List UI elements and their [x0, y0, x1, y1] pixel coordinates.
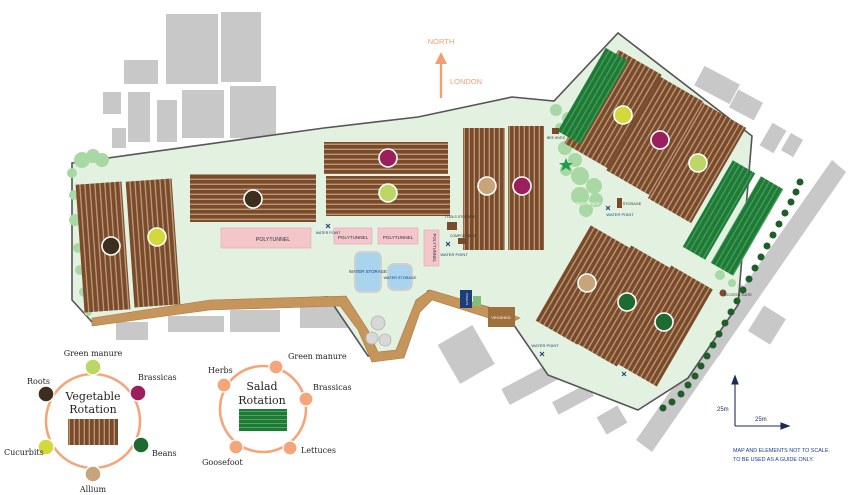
- salad-goosefoot-dot: [228, 439, 244, 455]
- compost-bins-box: [458, 238, 466, 244]
- access-gate-icon: [719, 289, 727, 297]
- scale-note-line-1: MAP AND ELEMENTS NOT TO SCALE.: [733, 448, 830, 454]
- water-storage-2: [387, 263, 413, 291]
- salad-rotation-bed-swatch: [239, 409, 287, 431]
- scale-bar: [731, 374, 791, 430]
- pond-stones: [365, 315, 392, 347]
- compost-bins-label: COMPOST BINS: [450, 234, 477, 238]
- scale-horizontal-label: 25m: [755, 417, 767, 423]
- storage-label: STORAGE: [623, 202, 642, 206]
- salad-brassicas-label: Brassicas: [313, 383, 352, 392]
- green-space-star-icon: [559, 158, 573, 171]
- polytunnel-3-label: POLYTUNNEL: [383, 235, 414, 240]
- salad-beds: [557, 47, 784, 276]
- north-arrow: [435, 52, 447, 98]
- salad-goosefoot-label: Goosefoot: [202, 458, 243, 467]
- vegetable-rotation-title-2: Rotation: [69, 403, 117, 416]
- scale-note-line-2: TO BE USED AS A GUIDE ONLY.: [733, 457, 814, 463]
- tools-storage-box: [447, 222, 457, 230]
- scale-vertical-label: 25m: [717, 407, 729, 413]
- cucurbits-dot: [37, 438, 55, 456]
- salad-rotation-legend: Salad Rotation: [216, 359, 314, 456]
- beans-label: Beans: [152, 449, 177, 458]
- veg-shed-label: VEGSHED: [491, 315, 511, 320]
- salad-rotation-title-2: Rotation: [238, 394, 286, 407]
- north-label: NORTH: [428, 37, 455, 46]
- allium-label: Allium: [79, 485, 107, 494]
- toilets-label: TOILETS: [465, 293, 469, 305]
- bed-markers: [101, 105, 708, 332]
- salad-rotation-title-1: Salad: [246, 380, 277, 393]
- salad-herbs-dot: [216, 377, 232, 393]
- water-storage-1: [354, 251, 382, 293]
- water-point-3-label: WATER POINT: [606, 212, 634, 217]
- vegetable-rotation-legend: Vegetable Rotation: [37, 358, 150, 483]
- toilets-box: [460, 290, 472, 308]
- green-manure-label: Green manure: [64, 349, 123, 358]
- salad-lettuces-dot: [282, 440, 298, 456]
- beans-dot: [132, 436, 150, 454]
- trees: [67, 104, 736, 316]
- bee-hives-box: [552, 128, 559, 134]
- water-point-4-label: WATER POINT: [531, 343, 559, 348]
- bee-hives-label: BEE HIVES: [547, 136, 566, 140]
- water-point-icons: [325, 205, 627, 377]
- water-storage-1-label: WATER STORAGE: [349, 269, 387, 274]
- polytunnel-2-label: POLYTUNNEL: [338, 235, 369, 240]
- salad-green-manure-dot: [268, 359, 284, 375]
- brassicas-dot: [129, 384, 147, 402]
- salad-lettuces-label: Lettuces: [301, 446, 336, 455]
- brassicas-label: Brassicas: [138, 373, 177, 382]
- water-point-2-label: WATER POINT: [440, 252, 468, 257]
- cucurbits-label: Cucurbits: [4, 448, 44, 457]
- green-space-label: GREEN SPACE: [572, 202, 600, 206]
- roots-dot: [37, 385, 55, 403]
- green-manure-dot: [84, 358, 102, 376]
- toilets-box-2: [473, 296, 481, 306]
- london-label: LONDON: [450, 77, 482, 86]
- polytunnel-4-label: POLYTUNNEL: [432, 234, 437, 264]
- access-gate-label: ACCESS GATE: [724, 292, 752, 297]
- polytunnel-1-label: POLYTUNNEL: [256, 237, 290, 243]
- roots-label: Roots: [27, 377, 50, 386]
- salad-brassicas-dot: [298, 391, 314, 407]
- water-point-1-label: WATER POINT: [316, 231, 341, 235]
- tools-storage-label: TOOLS STORAGE: [445, 215, 476, 219]
- polytunnels: [220, 227, 440, 267]
- hedge-east: [659, 178, 804, 412]
- veg-shed: [488, 307, 515, 327]
- salad-herbs-label: Herbs: [208, 366, 233, 375]
- water-storage-2-label: WATER STORAGE: [384, 276, 417, 280]
- vegetable-rotation-bed-swatch: [68, 419, 118, 445]
- vegetable-rotation-title-1: Vegetable: [64, 390, 120, 403]
- allium-dot: [84, 465, 102, 483]
- storage-box: [617, 198, 622, 208]
- salad-green-manure-label: Green manure: [288, 352, 347, 361]
